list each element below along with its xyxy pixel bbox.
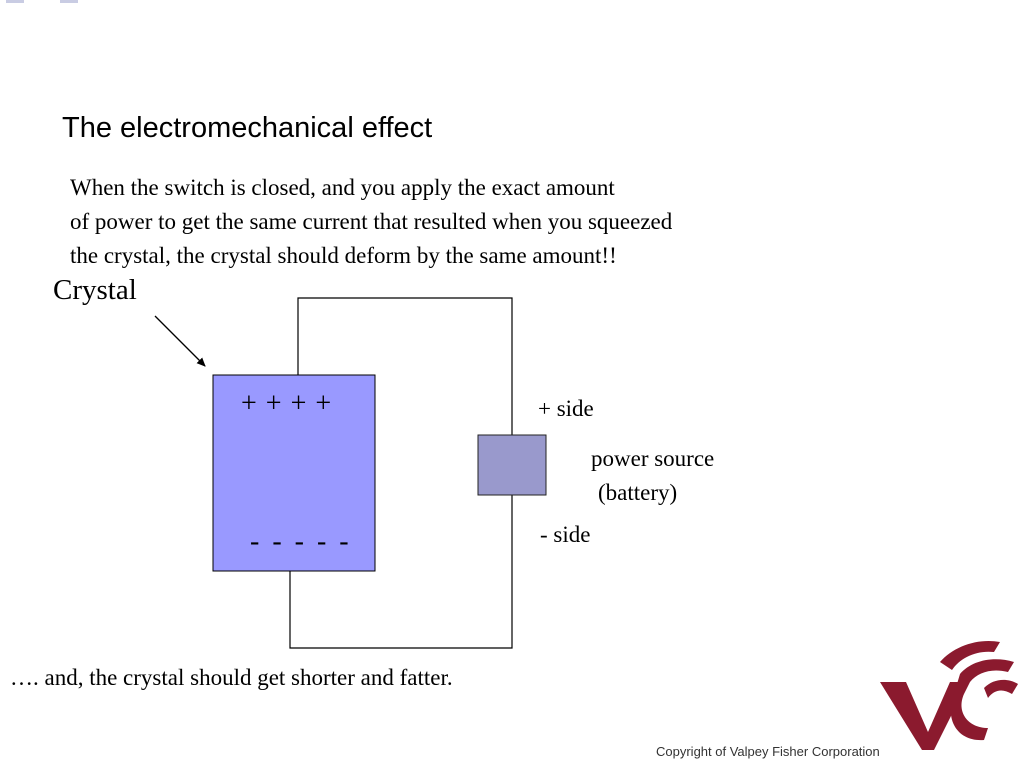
explanation-paragraph: When the switch is closed, and you apply… [70,171,672,273]
vfc-logo-icon [880,640,1018,750]
negative-side-label: - side [540,522,591,547]
power-source-label: power source [591,446,715,471]
slide-title: The electromechanical effect [62,112,433,144]
wire-top [297,297,513,435]
crystal-pointer-arrow [154,315,206,367]
paragraph-line: When the switch is closed, and you apply… [70,175,615,200]
paragraph-line: the crystal, the crystal should deform b… [70,243,617,268]
corner-decoration [0,0,80,6]
crystal-label: Crystal [53,274,137,306]
positive-side-label: + side [538,396,594,421]
battery-label: (battery) [598,480,678,505]
conclusion-text: …. and, the crystal should get shorter a… [10,665,453,690]
battery-block [477,434,547,496]
crystal-negative-charges: - - - - - [250,526,352,557]
crystal-block [212,374,376,572]
crystal-positive-charges: + + + + [241,388,333,419]
paragraph-line: of power to get the same current that re… [70,209,673,234]
copyright-notice: Copyright of Valpey Fisher Corporation [656,744,880,759]
wire-bottom [289,495,513,649]
